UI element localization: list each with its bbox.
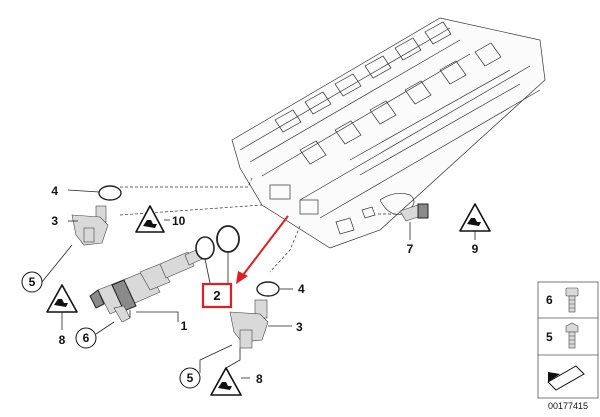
guide-line-mid	[119, 204, 263, 216]
sensor-lower	[229, 299, 269, 349]
callout-circle-5-lower	[179, 367, 201, 389]
label-3-upper: 3	[51, 214, 58, 228]
label-3-lower: 3	[296, 320, 303, 334]
label-9: 9	[472, 242, 479, 256]
temperature-sensor	[399, 203, 429, 222]
label-2: 2	[213, 288, 220, 303]
service-triangle-9	[459, 203, 491, 232]
diagram-number: 00177415	[548, 401, 588, 411]
service-triangle-8-left	[46, 284, 78, 313]
o-ring-solenoid-b	[216, 225, 240, 253]
arrow-direction-icon	[547, 365, 585, 391]
highlight-box-part-2	[201, 282, 233, 309]
guide-lines	[119, 177, 398, 273]
label-6-left: 6	[83, 331, 90, 345]
o-ring-right	[256, 281, 280, 297]
label-8-left: 8	[59, 333, 66, 347]
o-ring-upper-left	[98, 185, 122, 201]
guide-line-upper	[120, 177, 253, 188]
label-7: 7	[407, 242, 414, 256]
solenoid-valve	[89, 246, 208, 323]
legend-panel: 6 5	[537, 281, 599, 399]
label-5-lower: 5	[187, 371, 194, 385]
label-10: 10	[172, 214, 186, 228]
callout-circle-6	[75, 327, 97, 349]
sensor-upper-left	[71, 205, 109, 246]
o-ring-solenoid-a	[195, 236, 215, 260]
label-4-upper: 4	[51, 184, 58, 198]
highlight-arrow	[236, 215, 289, 284]
label-8-lower: 8	[256, 372, 263, 386]
legend-label-6: 6	[546, 293, 553, 307]
screw-icon	[565, 322, 579, 349]
bolt-icon	[565, 287, 579, 313]
label-4-right: 4	[298, 282, 305, 296]
label-5-left: 5	[29, 275, 36, 289]
guide-line-lower	[269, 225, 301, 273]
legend-label-5: 5	[546, 330, 553, 344]
label-1: 1	[181, 319, 188, 333]
service-triangle-8-lower	[210, 367, 242, 396]
service-triangle-10	[135, 205, 165, 233]
cylinder-head	[231, 17, 546, 249]
